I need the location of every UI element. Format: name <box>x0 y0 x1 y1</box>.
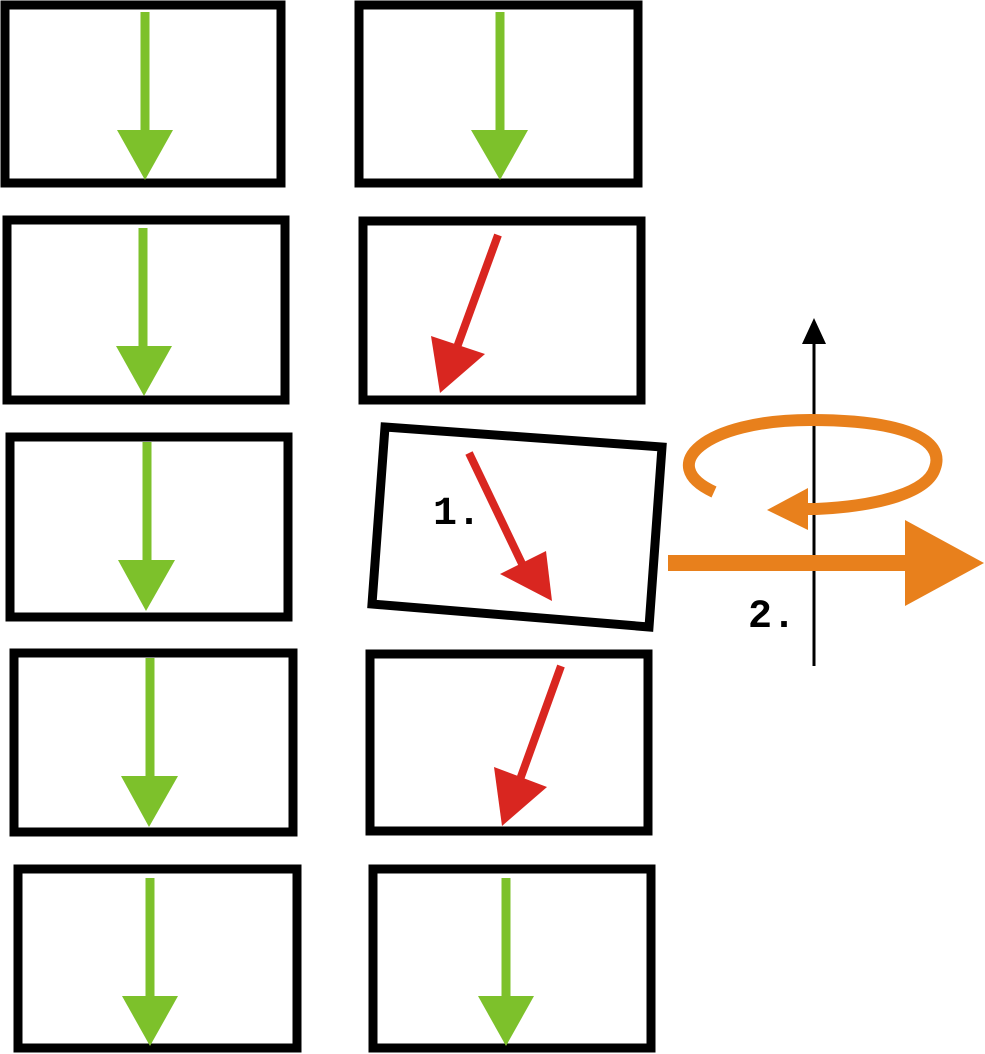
green-arrow-head <box>116 346 172 396</box>
red-arrow-head <box>431 336 485 393</box>
right-cell-5 <box>368 864 656 1053</box>
left-cell-3 <box>5 432 293 622</box>
rotation-arrow-head <box>767 488 808 530</box>
left-cell-2 <box>2 215 290 405</box>
red-arrow-head <box>494 767 547 826</box>
red-arrow-shaft <box>452 233 502 352</box>
red-arrow-shaft <box>514 664 565 787</box>
vertical-axis-arrow-head <box>802 318 826 344</box>
domain-box <box>365 649 653 836</box>
domain-box <box>9 648 298 837</box>
red-arrow-shaft <box>465 451 529 572</box>
field-arrow-head <box>905 520 984 606</box>
left-cell-1 <box>0 0 286 188</box>
left-cell-5 <box>13 864 302 1053</box>
right-column: 1. <box>354 0 667 1053</box>
red-arrow-head <box>500 551 552 601</box>
green-arrow-head <box>121 776 178 827</box>
left-cell-4 <box>9 648 298 837</box>
domain-box <box>13 864 302 1053</box>
domain-box <box>0 0 286 188</box>
green-arrow-head <box>471 130 528 180</box>
left-column <box>0 0 302 1053</box>
rotation-arc <box>682 413 943 515</box>
step-2-label: 2. <box>748 595 796 640</box>
rotation-field-symbol: 2. <box>668 318 984 666</box>
right-cell-2 <box>358 216 646 405</box>
domain-box <box>368 864 656 1053</box>
green-arrow-head <box>118 560 175 611</box>
domain-box <box>358 216 646 405</box>
domain-box <box>2 215 290 405</box>
domain-box <box>354 0 643 188</box>
green-arrow-head <box>122 996 178 1046</box>
green-arrow-head <box>478 996 534 1046</box>
green-arrow-head <box>117 130 173 180</box>
right-cell-1 <box>354 0 643 188</box>
domain-box <box>5 432 293 622</box>
tilted-domain-box <box>367 422 667 632</box>
right-cell-4 <box>365 649 653 836</box>
step-1-label: 1. <box>433 492 481 537</box>
right-cell-3-tilted: 1. <box>367 422 667 632</box>
